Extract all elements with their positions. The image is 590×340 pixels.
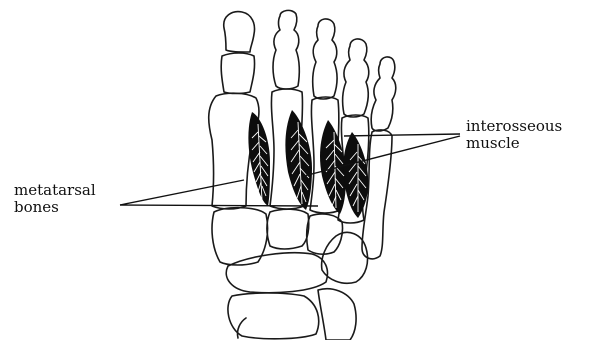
interosseous-leader-1 <box>344 134 460 136</box>
interosseous-muscle-4 <box>343 132 368 218</box>
fourth-toe-phalanges <box>343 39 369 117</box>
interosseous-muscle-2 <box>285 110 312 210</box>
navicular <box>226 253 327 293</box>
metatarsal-bones-label: metatarsal bones <box>14 182 96 216</box>
fifth-toe-phalanges <box>371 57 396 131</box>
calcaneus <box>318 289 356 340</box>
hallux-proximal-phalanx <box>221 53 254 94</box>
cuboid <box>322 232 368 283</box>
interosseous-muscle-label: interosseous muscle <box>466 118 562 152</box>
metatarsal-leader-1 <box>120 180 244 205</box>
second-toe-phalanges <box>273 10 299 89</box>
hallux-distal-phalanx <box>224 12 255 52</box>
interosseous-muscle-1 <box>248 112 270 206</box>
intermediate-cuneiform <box>267 209 309 249</box>
lateral-cuneiform <box>307 214 343 254</box>
metatarsal-leader-2 <box>120 205 318 206</box>
third-toe-phalanges <box>313 19 337 99</box>
talus <box>228 293 319 339</box>
